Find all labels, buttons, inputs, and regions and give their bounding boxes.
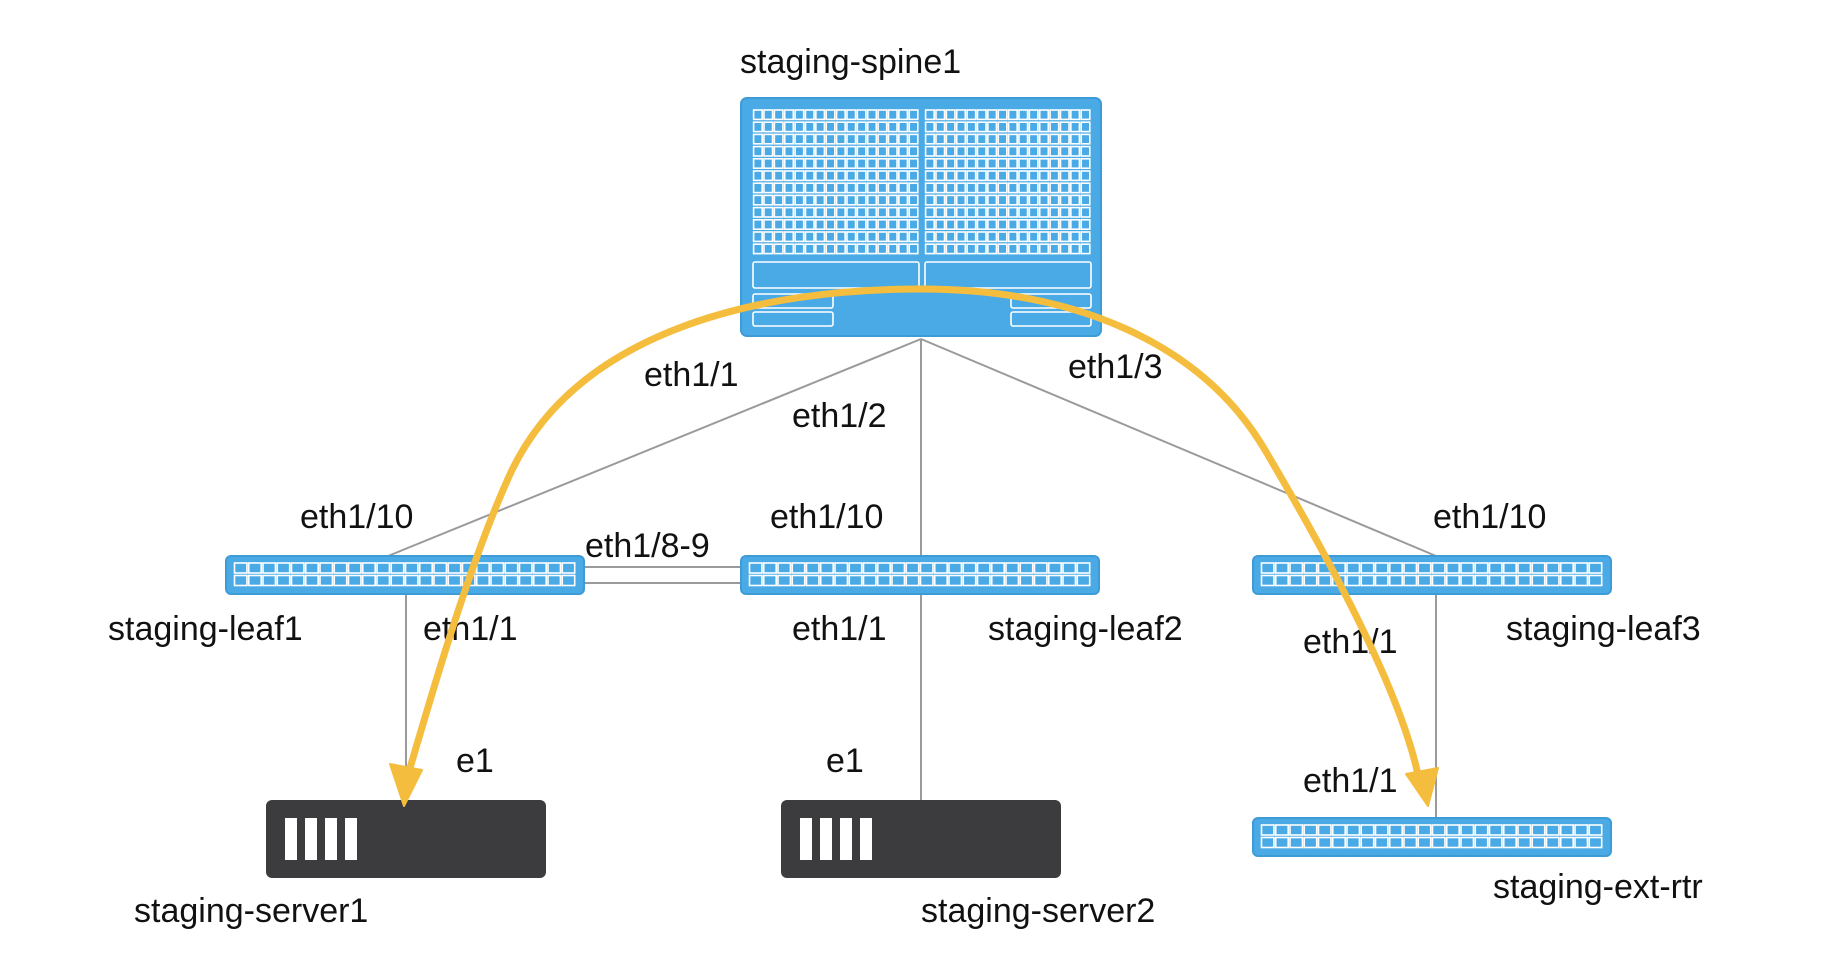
spine-switch[interactable] bbox=[740, 97, 1102, 337]
flow-arrowhead-left bbox=[389, 763, 423, 807]
server1[interactable] bbox=[266, 800, 546, 878]
server1-name: staging-server1 bbox=[134, 892, 368, 930]
leaf2-name: staging-leaf2 bbox=[988, 610, 1183, 648]
port-spine-leaf2: eth1/2 bbox=[792, 397, 887, 435]
port-labels: eth1/1 eth1/2 eth1/3 eth1/10 eth1/10 eth… bbox=[300, 348, 1546, 800]
port-server1-nic: e1 bbox=[456, 742, 494, 780]
link-spine-leaf1 bbox=[387, 338, 922, 557]
leaf3-switch[interactable] bbox=[1252, 555, 1612, 595]
leaf1-switch[interactable] bbox=[225, 555, 585, 595]
leaf2-port-grid bbox=[748, 562, 1091, 587]
port-leaf1-server: eth1/1 bbox=[423, 610, 518, 648]
server2[interactable] bbox=[781, 800, 1061, 878]
port-leaf1-leaf2-peer: eth1/8-9 bbox=[585, 527, 710, 565]
leaf2-switch[interactable] bbox=[740, 555, 1100, 595]
flow-arc-left bbox=[404, 285, 925, 779]
flow-arrowhead-right bbox=[1405, 767, 1439, 807]
port-leaf2-server: eth1/1 bbox=[792, 610, 887, 648]
leaf3-name: staging-leaf3 bbox=[1506, 610, 1701, 648]
flow-arc-right bbox=[917, 285, 1422, 779]
port-leaf2-uplink: eth1/10 bbox=[770, 498, 883, 536]
port-leaf3-uplink: eth1/10 bbox=[1433, 498, 1546, 536]
traffic-flow bbox=[389, 285, 1439, 807]
port-router: eth1/1 bbox=[1303, 762, 1398, 800]
links bbox=[387, 338, 1437, 818]
port-leaf3-router: eth1/1 bbox=[1303, 623, 1398, 661]
port-spine-leaf3: eth1/3 bbox=[1068, 348, 1163, 386]
server2-name: staging-server2 bbox=[921, 892, 1155, 930]
port-leaf1-uplink: eth1/10 bbox=[300, 498, 413, 536]
node-labels: staging-spine1 staging-leaf1 staging-lea… bbox=[108, 43, 1703, 930]
leaf1-name: staging-leaf1 bbox=[108, 610, 303, 648]
ext-router-port-grid bbox=[1260, 824, 1603, 849]
leaf3-port-grid bbox=[1260, 562, 1603, 587]
port-server2-nic: e1 bbox=[826, 742, 864, 780]
ext-router-switch[interactable] bbox=[1252, 817, 1612, 857]
spine-name: staging-spine1 bbox=[740, 43, 961, 81]
ext-rtr-name: staging-ext-rtr bbox=[1493, 868, 1703, 906]
spine-port-grid bbox=[752, 109, 1091, 255]
port-spine-leaf1: eth1/1 bbox=[644, 356, 739, 394]
link-spine-leaf3 bbox=[920, 338, 1437, 557]
